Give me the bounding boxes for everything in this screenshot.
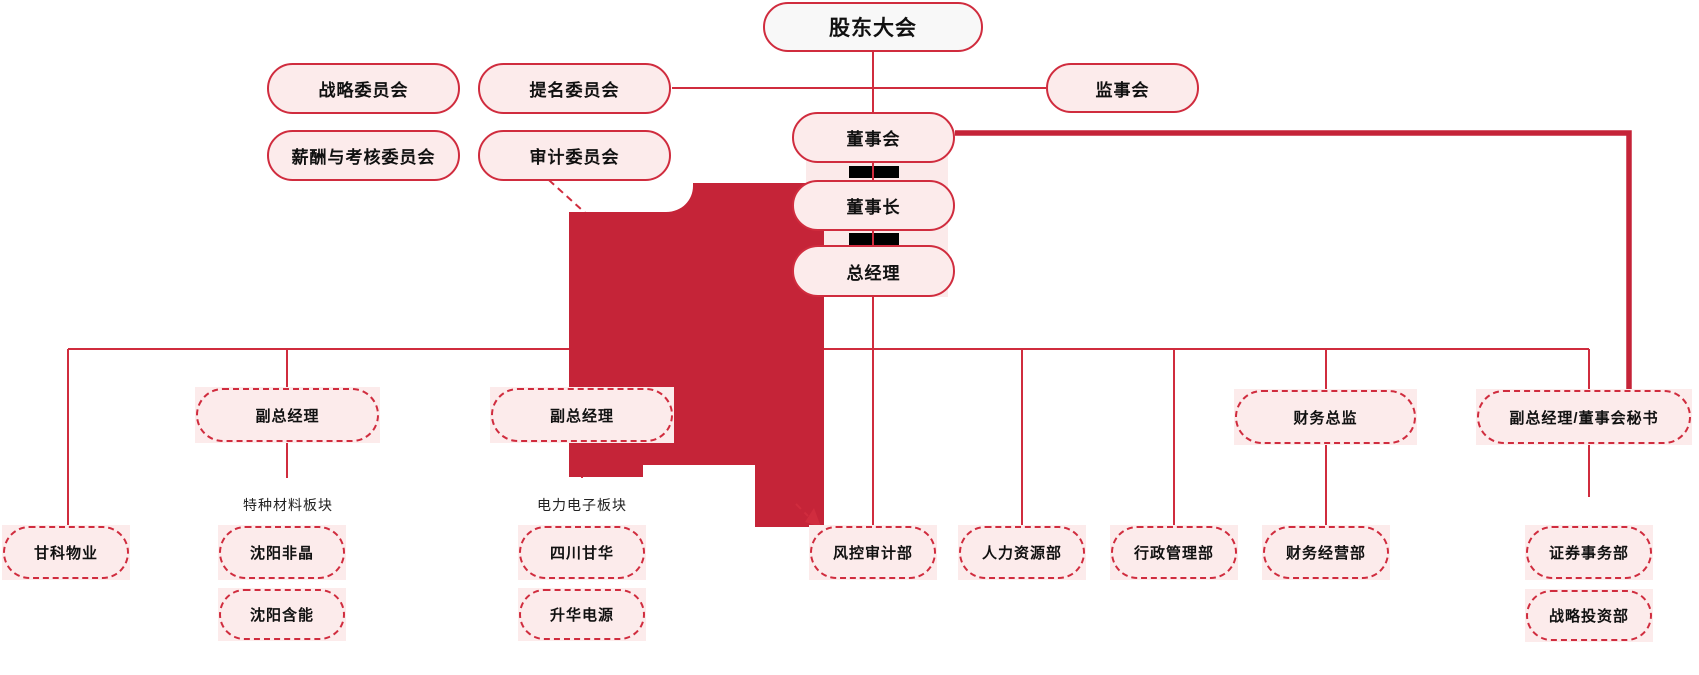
node-general-manager: 总经理 bbox=[792, 245, 955, 297]
node-chairman: 董事长 bbox=[792, 180, 955, 231]
node-ganke-property: 甘科物业 bbox=[2, 525, 130, 580]
node-administration-dept: 行政管理部 bbox=[1110, 525, 1238, 580]
node-supervisory-board: 监事会 bbox=[1046, 63, 1199, 113]
node-compensation-committee: 薪酬与考核委员会 bbox=[267, 130, 460, 181]
node-shenyang-amorphous: 沈阳非晶 bbox=[218, 525, 346, 580]
node-deputy-gm-1: 副总经理 bbox=[195, 387, 380, 443]
board-thick-connector bbox=[955, 130, 1632, 390]
node-finance-operations-dept: 财务经营部 bbox=[1262, 525, 1390, 580]
node-strategic-investment-dept: 战略投资部 bbox=[1525, 589, 1653, 642]
node-sichuan-ganhua: 四川甘华 bbox=[518, 525, 646, 580]
logo-watermark bbox=[569, 183, 824, 527]
audit-arrow-dash bbox=[795, 503, 809, 517]
node-strategy-committee: 战略委员会 bbox=[267, 63, 460, 114]
node-deputy-gm-board-secretary: 副总经理/董事会秘书 bbox=[1476, 389, 1692, 445]
node-nomination-committee: 提名委员会 bbox=[478, 63, 671, 114]
node-cfo: 财务总监 bbox=[1234, 389, 1417, 445]
node-board-of-directors: 董事会 bbox=[792, 112, 955, 163]
node-shenghua-power: 升华电源 bbox=[518, 588, 646, 641]
node-risk-control-audit-dept: 风控审计部 bbox=[809, 525, 937, 580]
node-shenyang-energetic: 沈阳含能 bbox=[218, 588, 346, 641]
label-special-materials-segment: 特种材料板块 bbox=[243, 497, 333, 513]
node-audit-committee: 审计委员会 bbox=[478, 130, 671, 181]
node-deputy-gm-2: 副总经理 bbox=[490, 387, 674, 443]
node-shareholders-meeting: 股东大会 bbox=[763, 2, 983, 52]
label-power-electronics-segment: 电力电子板块 bbox=[537, 497, 627, 513]
audit-arrow-head bbox=[805, 508, 821, 527]
node-human-resources-dept: 人力资源部 bbox=[958, 525, 1086, 580]
node-securities-affairs-dept: 证券事务部 bbox=[1525, 525, 1653, 580]
